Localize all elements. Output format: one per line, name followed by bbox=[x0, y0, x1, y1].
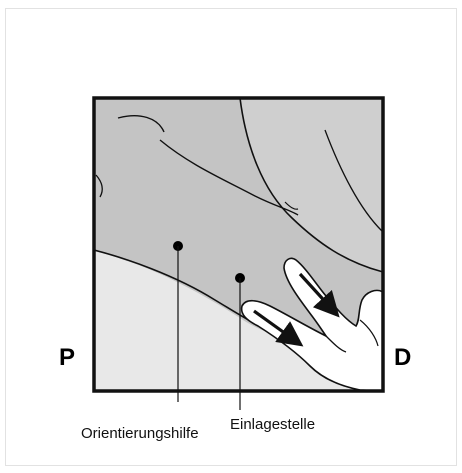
distal-label: D bbox=[394, 346, 411, 370]
proximal-label: P bbox=[59, 346, 75, 370]
landmark-caption: Orientierungshilfe bbox=[81, 426, 199, 441]
insertion-site-caption: Einlagestelle bbox=[230, 417, 315, 432]
